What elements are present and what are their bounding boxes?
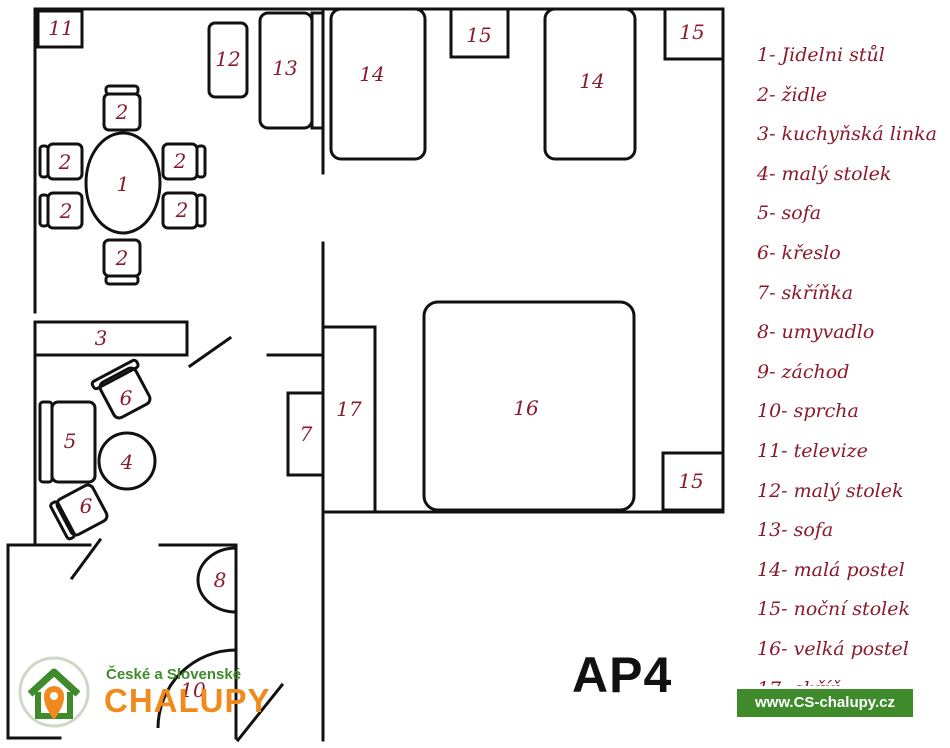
armchair-b-back <box>49 500 76 541</box>
tv-shape <box>36 9 84 49</box>
legend-item: 15- noční stolek <box>757 598 910 621</box>
nightstand-bottomright-shape <box>661 451 725 512</box>
legend-item: 12- malý stolek <box>757 479 904 502</box>
kitchen-counter-shape <box>33 320 189 357</box>
brand-logo: České a Slovenské CHALUPY <box>18 648 271 738</box>
label-tv: 11 <box>48 16 73 40</box>
label-chair-top: 2 <box>115 100 129 124</box>
logo-line-1: České a Slovenské <box>106 666 242 683</box>
legend-item: 16- velká postel <box>757 637 909 660</box>
label-armchair-b: 6 <box>80 494 93 518</box>
label-chair-left-a: 2 <box>58 150 72 174</box>
legend-item: 6- křeslo <box>757 241 841 264</box>
label-chair-left-b: 2 <box>59 199 73 223</box>
coffee-table-shape <box>97 431 157 491</box>
dining-table-shape <box>84 131 162 235</box>
label-wardrobe: 17 <box>336 397 362 421</box>
chair-left-b-back <box>38 193 50 228</box>
chair-right-b-back <box>195 193 207 228</box>
nightstand-topright-shape <box>663 7 725 61</box>
label-small-table: 12 <box>215 47 240 71</box>
label-nightstand-bottomright: 15 <box>678 469 703 493</box>
sofa-left-back <box>38 400 54 484</box>
label-chair-right-a: 2 <box>173 149 187 173</box>
sofa-top-back <box>310 11 325 130</box>
wall-bathroom-right <box>158 543 238 740</box>
legend-item: 8- umyvadlo <box>757 321 875 344</box>
door-kitchen <box>187 335 233 369</box>
chair-right-a-back <box>195 144 207 179</box>
armchair-a-back <box>90 358 140 391</box>
label-sofa-left: 5 <box>64 429 77 453</box>
label-nightstand-topright: 15 <box>679 20 704 44</box>
label-dining-table: 1 <box>117 172 130 196</box>
small-bed-a-shape <box>329 7 427 161</box>
big-bed-shape <box>422 300 636 512</box>
legend-item: 5- sofa <box>757 202 822 225</box>
door-bathroom <box>69 537 103 581</box>
small-bed-b-shape <box>543 7 637 161</box>
house-pin-icon <box>18 656 90 728</box>
legend-list: 1- Jidelni stůl 2- židle 3- kuchyňská li… <box>757 38 937 686</box>
label-shower: 10 <box>180 678 206 702</box>
label-small-bed-b: 14 <box>579 69 604 93</box>
legend-item: 10- sprcha <box>757 400 859 423</box>
label-armchair-a: 6 <box>120 386 133 410</box>
label-chair-right-b: 2 <box>175 198 189 222</box>
label-big-bed: 16 <box>513 396 539 420</box>
website-link[interactable]: www.CS-chalupy.cz <box>737 689 913 717</box>
legend-item: 11- televize <box>757 439 868 462</box>
label-coffee-table: 4 <box>120 450 134 474</box>
legend-item: 13- sofa <box>757 519 834 542</box>
legend-item: 3- kuchyňská linka <box>757 123 938 146</box>
legend-item: 9- záchod <box>757 360 850 383</box>
small-table-shape <box>207 21 249 99</box>
armchair-b-shape <box>55 483 109 537</box>
label-sink: 8 <box>214 568 227 592</box>
apartment-title: AP4 <box>572 647 673 703</box>
nightstand-top-shape <box>449 7 510 59</box>
chair-top-back <box>104 84 140 96</box>
shower-shape <box>156 648 237 729</box>
legend-item: 17- skříň <box>757 672 937 686</box>
chair-left-a-back <box>38 144 50 179</box>
legend-item: 1- Jidelni stůl <box>757 44 885 66</box>
label-chair-bottom: 2 <box>115 246 129 270</box>
armchair-a-shape <box>98 366 152 420</box>
label-small-bed-a: 14 <box>359 62 384 86</box>
label-sofa-top: 13 <box>272 56 297 80</box>
label-kitchen: 3 <box>95 326 108 350</box>
legend-item: 14- malá postel <box>757 558 905 581</box>
door-entrance <box>235 682 285 743</box>
logo-line-2: CHALUPY <box>104 682 271 719</box>
sink-shape <box>196 546 238 614</box>
chair-bottom-back <box>104 274 140 286</box>
legend-item: 7- skříňka <box>757 281 854 304</box>
legend-item: 4- malý stolek <box>757 162 892 185</box>
wardrobe-shape <box>321 325 377 514</box>
legend-item: 2- židle <box>757 83 828 106</box>
label-nightstand-top: 15 <box>466 23 491 47</box>
wall-bathroom <box>6 543 92 740</box>
label-cabinet: 7 <box>300 422 313 446</box>
